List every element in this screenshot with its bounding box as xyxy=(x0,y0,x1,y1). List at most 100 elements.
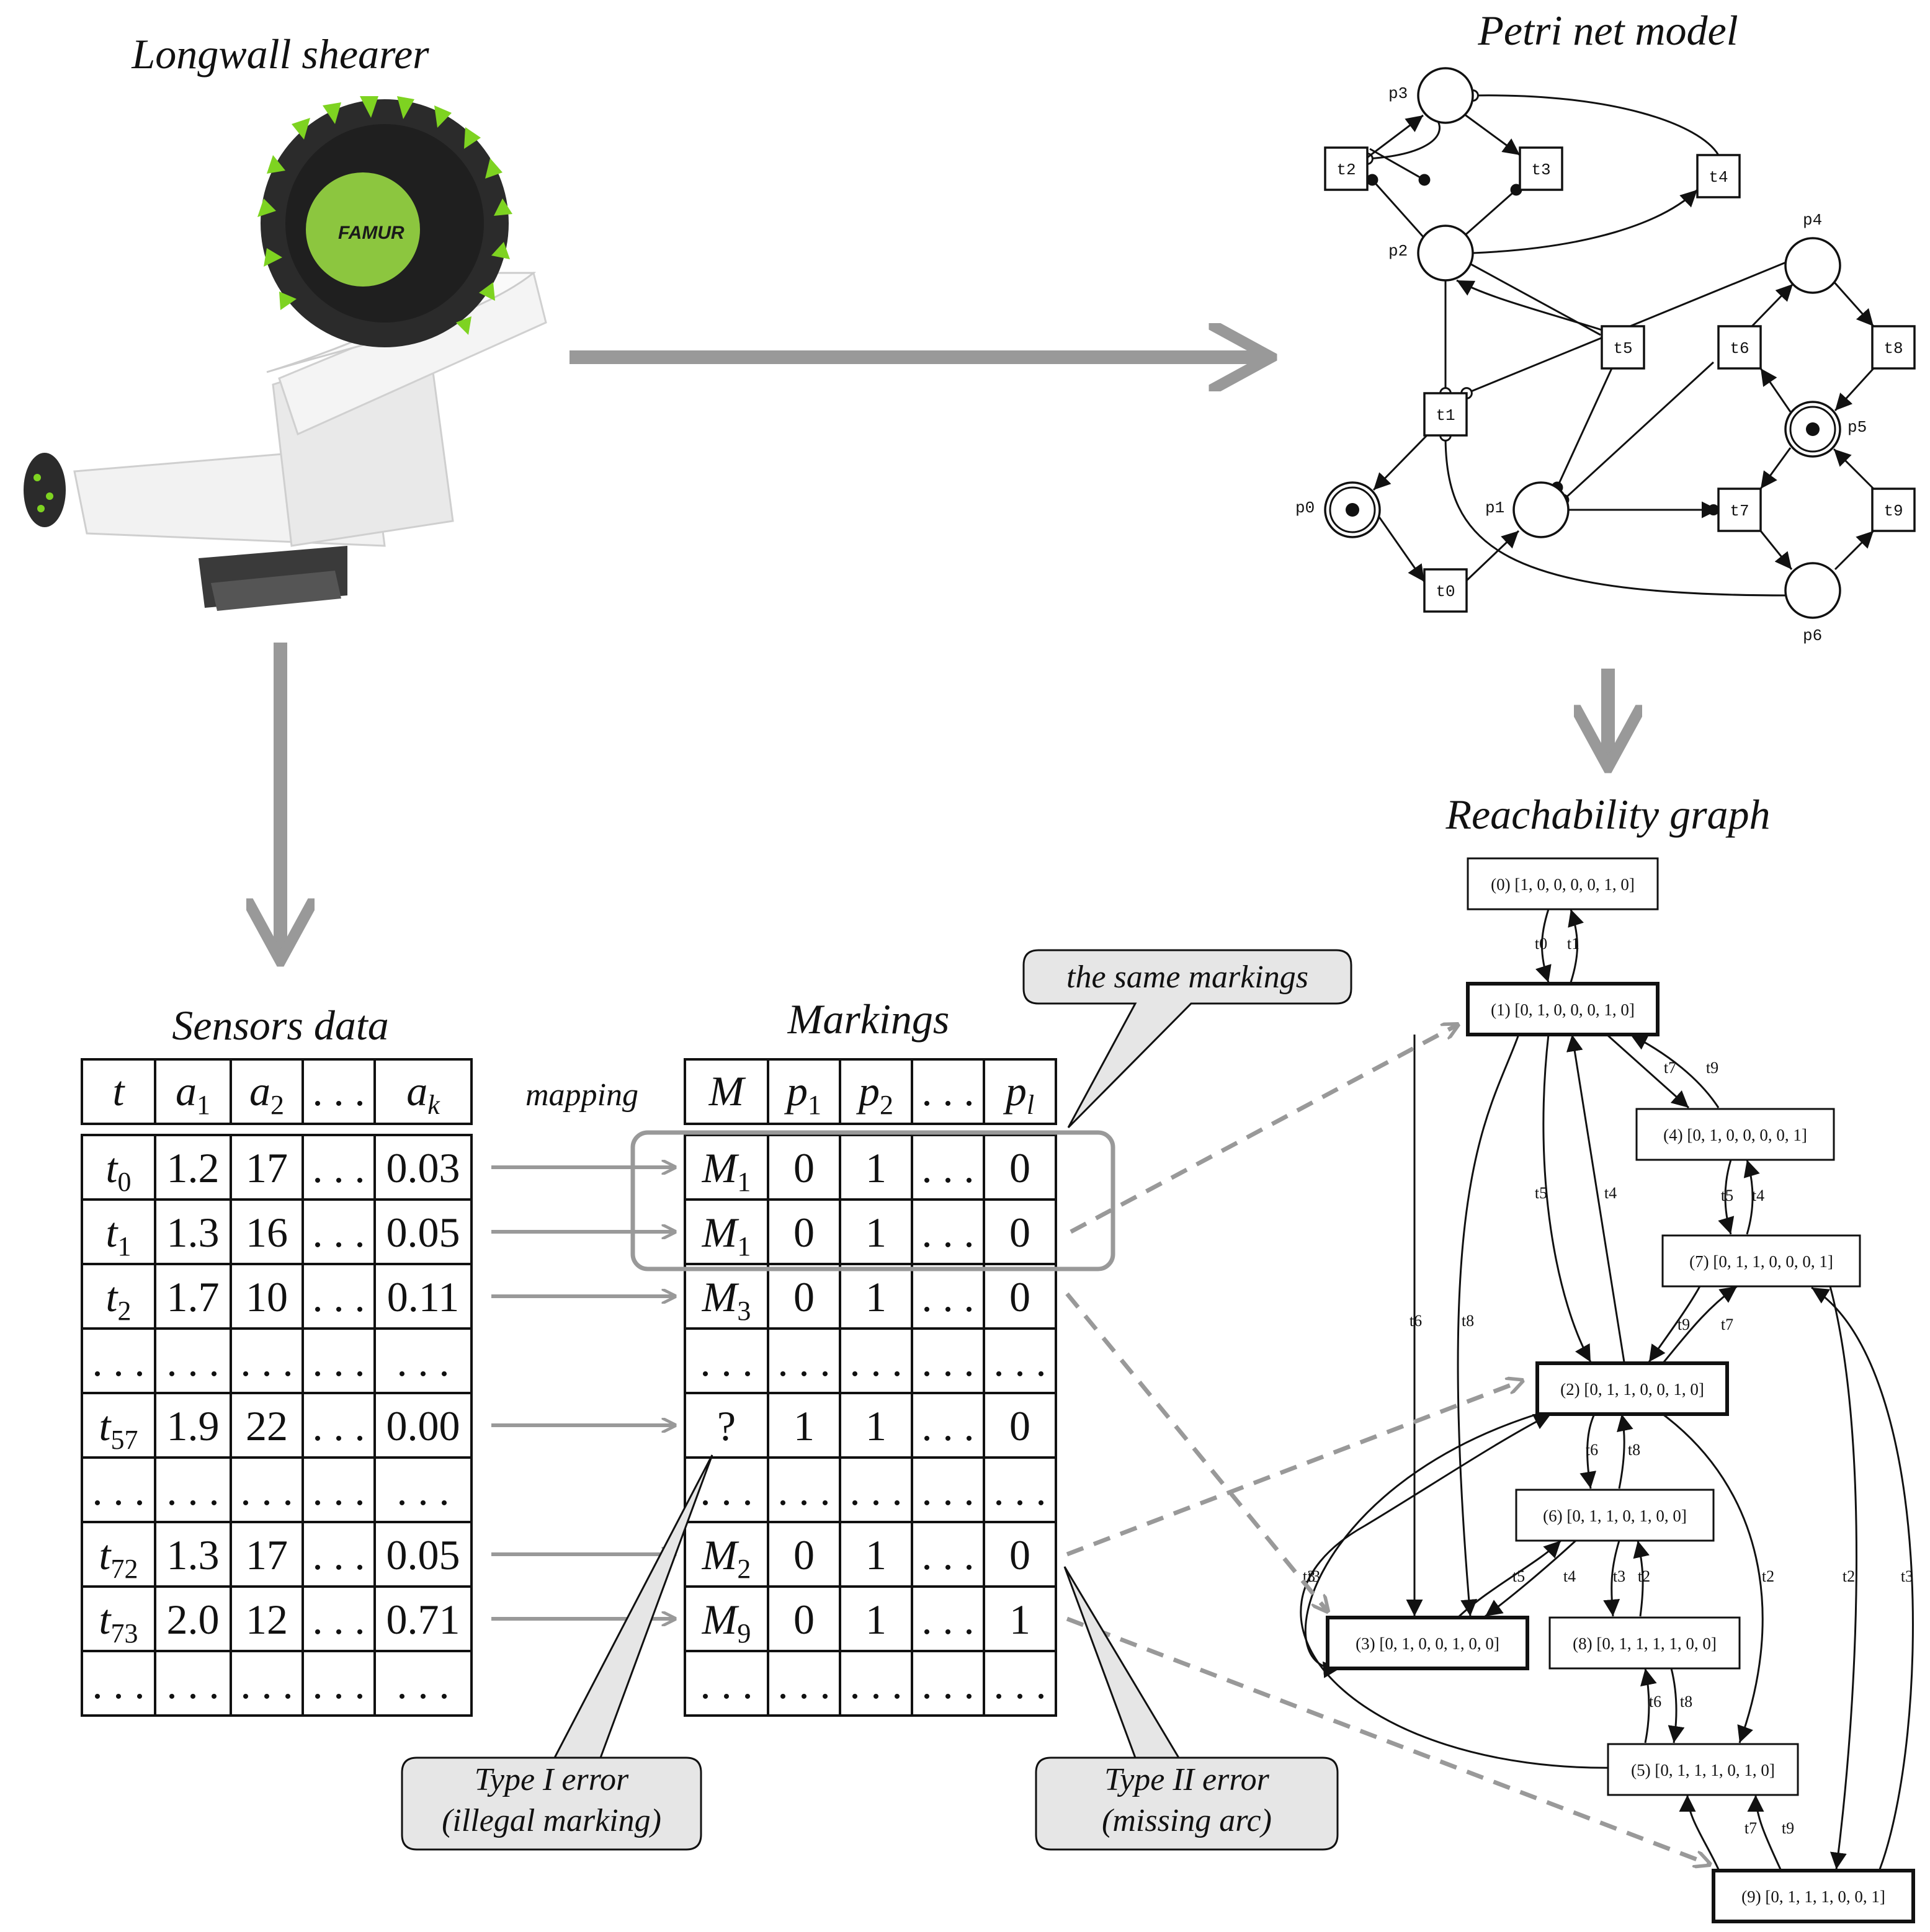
petri-arc xyxy=(1439,429,1787,597)
markings-cell-4-1: 1 xyxy=(793,1402,815,1449)
markings-cell-7-3: . . . xyxy=(922,1596,975,1643)
markings-header-4: pl xyxy=(1003,1067,1034,1120)
markings-cell-8-1: . . . xyxy=(778,1660,831,1707)
sensors-cell-3-3: . . . xyxy=(313,1338,365,1385)
reach-node-label-1: (1) [0, 1, 0, 0, 0, 1, 0] xyxy=(1491,1000,1635,1019)
petri-arc xyxy=(1377,515,1426,582)
reach-edge-label: t1 xyxy=(1567,935,1579,953)
mapping-arrows xyxy=(491,1167,675,1619)
reach-node-label-0: (0) [1, 0, 0, 0, 0, 1, 0] xyxy=(1491,875,1635,894)
petri-arc xyxy=(1467,89,1720,156)
sensors-cell-2-4: 0.11 xyxy=(387,1273,459,1320)
reach-edge xyxy=(1630,1033,1720,1108)
markings-cell-0-3: . . . xyxy=(922,1144,975,1191)
markings-cell-2-3: . . . xyxy=(922,1273,975,1320)
petri-arc xyxy=(1361,121,1441,165)
sensors-cell-3-4: . . . xyxy=(397,1338,450,1385)
reach-node-label-2: (2) [0, 1, 1, 0, 0, 1, 0] xyxy=(1560,1380,1704,1399)
transition-t6 xyxy=(1717,325,1762,370)
markings-cell-7-2: 1 xyxy=(865,1596,887,1643)
transition-t7 xyxy=(1717,487,1762,532)
transition-label-t7: t7 xyxy=(1730,502,1749,520)
drum-hub xyxy=(306,172,420,287)
sensors-header-2: a2 xyxy=(249,1067,284,1120)
markings-cell-4-3: . . . xyxy=(922,1402,975,1449)
petri-arc xyxy=(1463,113,1521,156)
type1-line2: (illegal marking) xyxy=(442,1803,661,1838)
reach-edge-label: t9 xyxy=(1706,1059,1718,1077)
sensors-cell-0-1: 1.2 xyxy=(167,1144,220,1191)
reach-edge xyxy=(1617,1413,1633,1489)
markings-cell-6-3: . . . xyxy=(922,1531,975,1578)
markings-header-1: p1 xyxy=(784,1067,821,1120)
place-p3 xyxy=(1417,67,1474,124)
markings-cell-7-0: M9 xyxy=(702,1596,751,1649)
transition-label-t5: t5 xyxy=(1613,339,1632,358)
petri-arc xyxy=(1367,114,1424,159)
sensors-header-1: a1 xyxy=(176,1067,210,1120)
transition-t5 xyxy=(1601,325,1645,370)
markings-cell-2-4: 0 xyxy=(1009,1273,1030,1320)
reach-edge xyxy=(1579,1413,1597,1489)
markings-cell-8-0: . . . xyxy=(700,1660,753,1707)
famur-logo: FAMUR xyxy=(338,223,404,243)
token-p0 xyxy=(1346,503,1359,517)
markings-cell-0-4: 0 xyxy=(1009,1144,1030,1191)
sensors-cell-2-2: 10 xyxy=(246,1273,288,1320)
reach-node-label-5: (5) [0, 1, 1, 1, 0, 1, 0] xyxy=(1631,1761,1775,1779)
reach-edge-label: t3 xyxy=(1901,1567,1913,1585)
token-p5 xyxy=(1806,422,1820,436)
markings-title: Markings xyxy=(787,995,950,1043)
markings-cell-3-1: . . . xyxy=(778,1338,831,1385)
petri-arc xyxy=(1372,434,1428,491)
reach-node-label-7: (7) [0, 1, 1, 0, 0, 0, 1] xyxy=(1689,1252,1833,1271)
transition-t3 xyxy=(1519,146,1563,191)
markings-cell-1-1: 0 xyxy=(793,1209,815,1256)
transition-label-t3: t3 xyxy=(1531,161,1550,179)
reach-edge-label: t7 xyxy=(1664,1059,1676,1077)
sensors-cell-1-0: t1 xyxy=(106,1209,132,1262)
markings-header-0: M xyxy=(708,1067,746,1115)
petri-arc xyxy=(1833,448,1875,490)
reach-edge xyxy=(1718,1159,1735,1235)
place-p6 xyxy=(1784,562,1841,619)
markings-cell-1-3: . . . xyxy=(922,1209,975,1256)
sensors-cell-4-4: 0.00 xyxy=(386,1402,460,1449)
sensors-cell-1-1: 1.3 xyxy=(167,1209,220,1256)
sensors-cell-7-1: 2.0 xyxy=(167,1596,220,1643)
petri-arc xyxy=(1759,447,1792,489)
callout-type1: Type I error (illegal marking) xyxy=(401,1454,713,1851)
longwall-shearer-image: FAMUR xyxy=(24,96,547,611)
sensors-header-0: t xyxy=(113,1067,126,1115)
markings-cell-3-4: . . . xyxy=(994,1338,1047,1385)
petri-arc xyxy=(1551,368,1613,494)
reach-node-0 xyxy=(1467,857,1659,910)
petri-arc xyxy=(1456,279,1602,331)
reach-edge xyxy=(1568,909,1584,983)
sensors-cell-8-2: . . . xyxy=(241,1660,293,1707)
transition-t4 xyxy=(1696,154,1741,198)
sensors-cell-3-0: . . . xyxy=(92,1338,145,1385)
sensors-cell-6-0: t72 xyxy=(99,1531,138,1584)
transition-label-t4: t4 xyxy=(1709,168,1728,187)
reach-edge xyxy=(1485,1539,1577,1618)
reach-edge xyxy=(1662,1413,1764,1743)
markings-cell-5-4: . . . xyxy=(994,1467,1047,1514)
markings-cell-0-0: M1 xyxy=(702,1144,751,1197)
sensors-cell-2-3: . . . xyxy=(313,1273,365,1320)
reach-edge xyxy=(1640,1668,1657,1743)
sensors-cell-2-1: 1.7 xyxy=(167,1273,220,1320)
drum-picks xyxy=(257,96,512,335)
sensors-cell-8-1: . . . xyxy=(167,1660,220,1707)
petri-arc xyxy=(1472,189,1699,254)
reach-title: Reachability graph xyxy=(1445,791,1770,838)
reach-node-5 xyxy=(1607,1743,1799,1796)
reach-edge-label: t2 xyxy=(1638,1567,1650,1585)
markings-cell-5-3: . . . xyxy=(922,1467,975,1514)
reach-edge-label: t3 xyxy=(1613,1567,1625,1585)
callout-same-text: the same markings xyxy=(1066,959,1308,995)
transition-t2 xyxy=(1324,146,1369,191)
markings-cell-3-0: . . . xyxy=(700,1338,753,1385)
reach-edge-label: t9 xyxy=(1782,1819,1794,1837)
sensors-cell-0-3: . . . xyxy=(313,1144,365,1191)
